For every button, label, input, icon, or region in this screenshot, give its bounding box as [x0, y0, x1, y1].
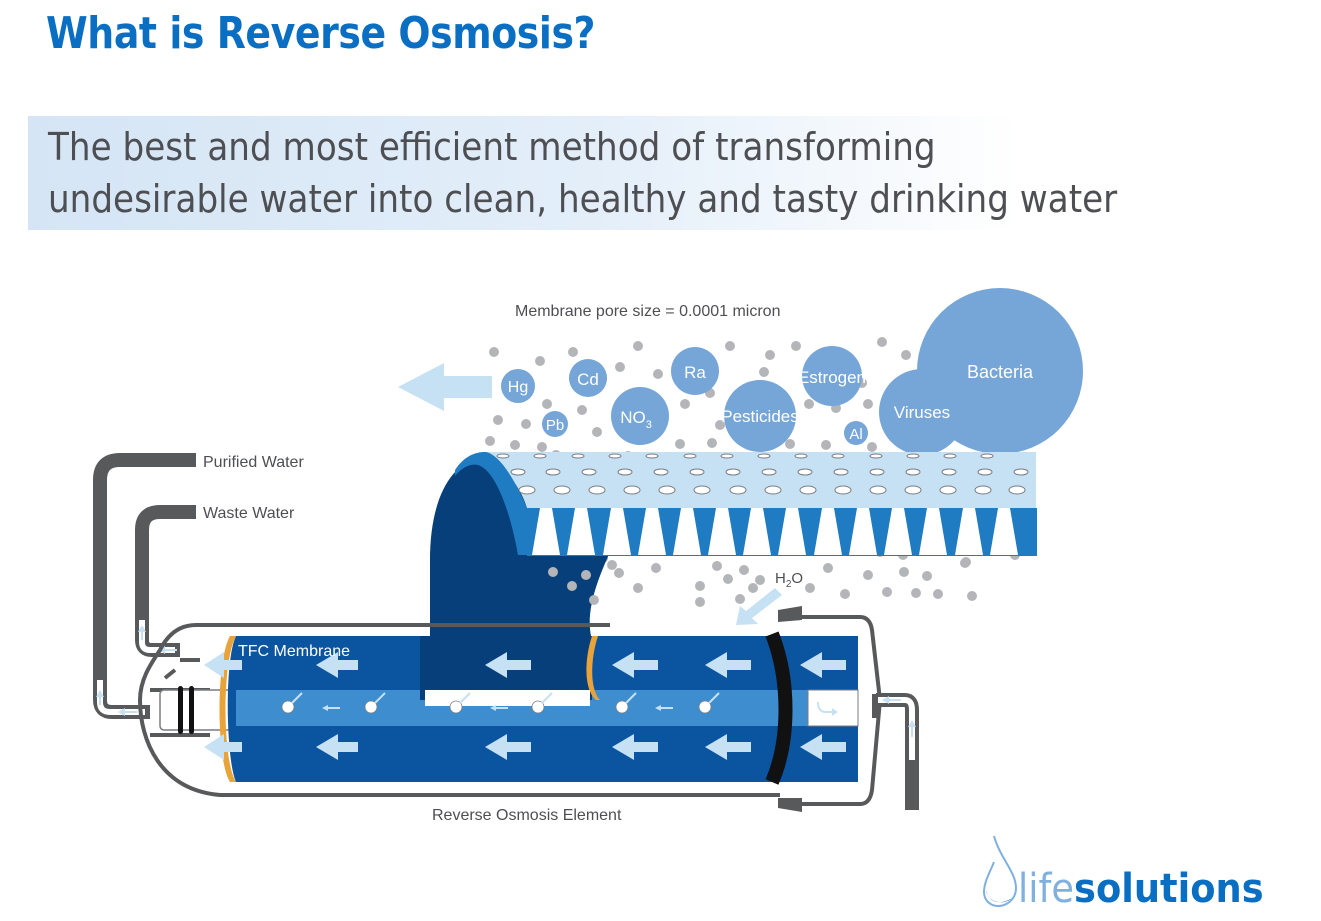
arrow-icon	[705, 652, 751, 678]
svg-text:NO3: NO3	[620, 408, 652, 431]
ro-element-label: Reverse Osmosis Element	[432, 807, 622, 824]
water-inflow-arrow-icon	[736, 588, 782, 625]
particle-pesticides: Pesticides	[721, 380, 799, 452]
purified-water-label: Purified Water	[203, 454, 304, 471]
outlet-pipes	[93, 453, 196, 719]
svg-text:Al: Al	[849, 426, 862, 443]
svg-text:Viruses: Viruses	[894, 403, 950, 422]
svg-text:Ra: Ra	[684, 363, 706, 382]
subtitle-line-2: undesirable water into clean, healthy an…	[48, 177, 1118, 221]
arrow-icon	[705, 734, 751, 760]
page-title: What is Reverse Osmosis?	[46, 8, 596, 59]
permeate-drops	[281, 692, 720, 714]
svg-text:Estrogen: Estrogen	[798, 368, 866, 387]
arrow-icon	[204, 652, 242, 678]
tfc-membrane-label: TFC Membrane	[238, 643, 350, 660]
particle-al: Al	[844, 421, 868, 445]
svg-text:Cd: Cd	[577, 370, 599, 389]
subtitle-banner	[28, 116, 1268, 230]
svg-text:Hg: Hg	[508, 379, 528, 396]
flow-arrows	[204, 652, 846, 760]
feed-water-pipe	[876, 693, 919, 810]
bacteria-label: Bacteria	[967, 362, 1034, 382]
subtitle-line-1: The best and most efficient method of tr…	[48, 125, 936, 169]
svg-text:Pesticides: Pesticides	[721, 407, 798, 426]
particle-estrogen: Estrogen	[798, 346, 866, 406]
brand-logo: lifesolutions	[1018, 866, 1264, 912]
arrow-icon	[316, 652, 358, 678]
o-rings	[178, 686, 194, 734]
membrane-surface-holes	[496, 453, 1029, 495]
contaminant-particles: Hg Cd Pb NO3 Ra Pesticides Estrogen Al	[501, 288, 1083, 455]
particle-no3: NO3	[611, 387, 669, 445]
arrow-icon	[485, 652, 531, 678]
arrow-icon	[204, 734, 242, 760]
arrow-icon	[612, 652, 658, 678]
waste-water-pipe	[135, 505, 196, 657]
pore-size-label: Membrane pore size = 0.0001 micron	[515, 303, 780, 320]
waste-water-label: Waste Water	[203, 505, 295, 522]
water-drop-logo-icon	[982, 835, 1018, 908]
h2o-label: H2O	[775, 570, 803, 590]
membrane-pores	[532, 508, 1018, 555]
particle-hg: Hg	[501, 369, 535, 403]
arrow-icon	[612, 734, 658, 760]
svg-text:Pb: Pb	[546, 417, 564, 434]
brand-logo-light: life	[1018, 866, 1075, 912]
brand-logo-bold: solutions	[1074, 866, 1264, 912]
arrow-icon	[485, 734, 531, 760]
page-subtitle: The best and most efficient method of tr…	[48, 121, 1117, 225]
particle-viruses: Viruses	[879, 369, 965, 455]
arrow-icon	[800, 652, 846, 678]
arrow-icon	[316, 734, 358, 760]
flow-out-arrow-icon	[398, 363, 492, 411]
particle-cd: Cd	[569, 359, 607, 397]
arrow-icon	[800, 734, 846, 760]
particle-pb: Pb	[542, 411, 568, 437]
particle-ra: Ra	[671, 347, 719, 395]
